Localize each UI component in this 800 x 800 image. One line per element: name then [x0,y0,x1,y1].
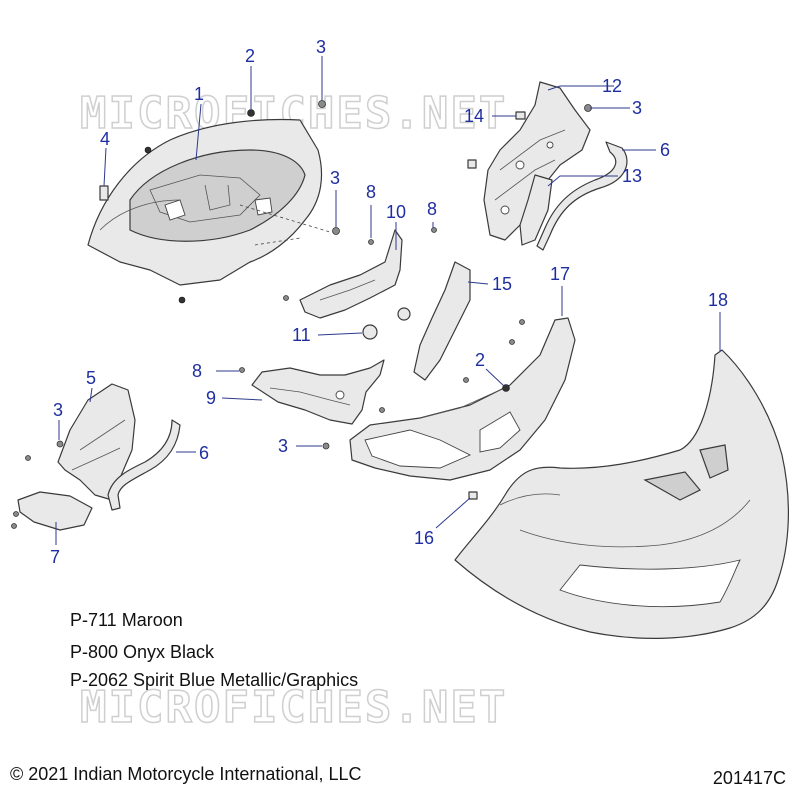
callout-8-left: 8 [192,361,202,381]
callout-18: 18 [708,290,728,310]
callout-1: 1 [194,84,204,104]
paint-code-3: P-2062 Spirit Blue Metallic/Graphics [70,670,359,690]
callout-4: 4 [100,129,110,149]
callout-10: 10 [386,202,406,222]
part-12-bracket [483,81,591,241]
part-14-clip [515,111,526,120]
callout-6-top: 6 [660,140,670,160]
callout-8-right: 8 [427,199,437,219]
part-7-cover [17,491,93,531]
part-1-inner-fairing [87,118,323,286]
part-3-screw-left [56,440,64,448]
part-18-outer-fairing [454,349,789,639]
part-13-bracket [519,174,553,246]
paint-code-1: P-711 Maroon [70,610,183,630]
callout-6-lower: 6 [199,443,209,463]
watermark-bottom: MICROFICHES.NET [80,682,507,733]
callout-3-top: 3 [316,37,326,57]
part-3-screw-lower [322,442,330,450]
part-8-screw-left [239,367,245,373]
callout-3-left: 3 [53,400,63,420]
callout-8-center: 8 [366,182,376,202]
callout-5: 5 [86,368,96,388]
callout-15: 15 [492,274,512,294]
part-16-clip [468,491,478,500]
screw-5-a [25,455,31,461]
screw-17-c [463,377,469,383]
paint-code-2: P-800 Onyx Black [70,642,215,662]
clip-left-12 [467,159,477,169]
callout-17: 17 [550,264,570,284]
fastener-upper-left [144,146,152,154]
callout-3-right: 3 [632,98,642,118]
part-6-hose-lower [107,419,181,511]
callout-7: 7 [50,547,60,567]
part-3-screw-top [318,100,326,108]
screw-7-a [13,511,19,517]
screw-17-b [509,339,515,345]
part-11-grommet [362,324,378,340]
callout-3-mid: 3 [330,168,340,188]
callout-13: 13 [622,166,642,186]
callout-16: 16 [414,528,434,548]
part-4-clip [99,185,109,201]
callout-2-top: 2 [245,46,255,66]
part-8-screw-right [431,227,437,233]
screw-17-d [379,407,385,413]
callout-12: 12 [602,76,622,96]
part-6-hose-upper [536,141,628,251]
screw-17-a [519,319,525,325]
part-10-bracket [299,229,403,319]
callout-2-lower: 2 [475,350,485,370]
screw-7-b [11,523,17,529]
part-17-inner-shell [349,317,576,481]
diagram-id: 201417C [712,768,786,788]
callout-9: 9 [206,388,216,408]
part-5-bracket [57,383,136,501]
part-2-nut-top [247,109,255,117]
copyright-text: © 2021 Indian Motorcycle International, … [10,764,362,784]
part-3-screw-mid [332,227,340,235]
part-9-bracket [251,359,385,425]
callout-3-lower: 3 [278,436,288,456]
part-15-trim [413,261,471,381]
part-2-nut-lower [502,384,510,392]
grommet-right [397,307,411,321]
part-8-screw-center [368,239,374,245]
fastener-lower-left [178,296,186,304]
screw-center-left [283,295,289,301]
leader-lines [55,56,721,545]
callout-14: 14 [464,106,484,126]
callout-11: 11 [292,325,311,345]
